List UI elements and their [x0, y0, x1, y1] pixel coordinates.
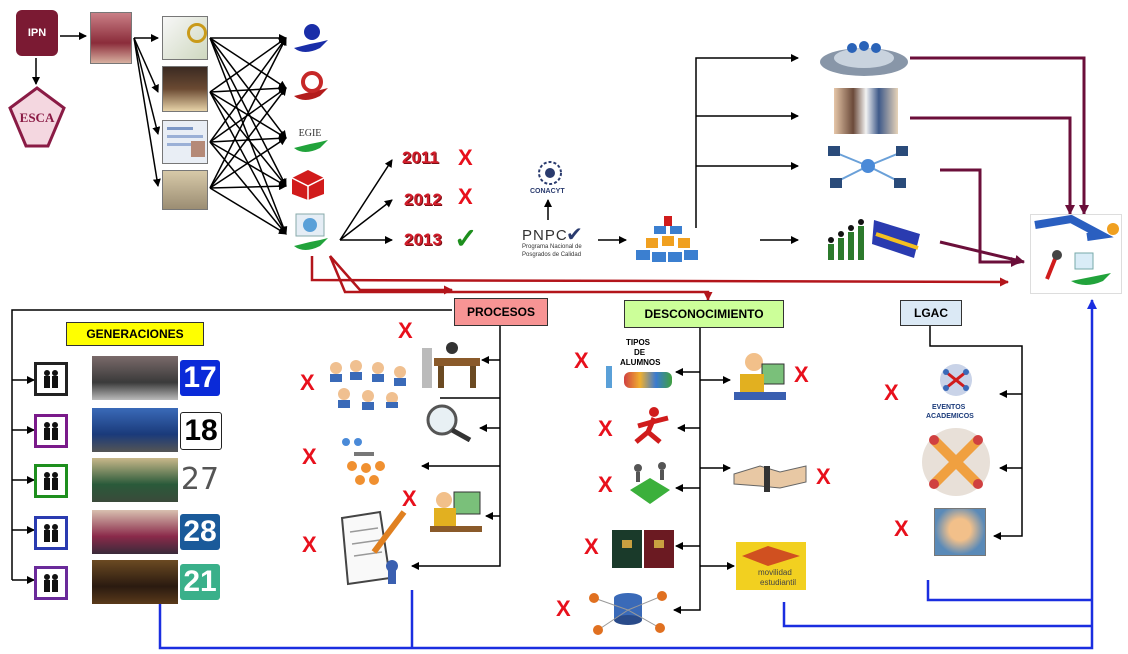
red-runner-icon — [624, 406, 674, 446]
procesos-x-mark-3: X — [302, 444, 317, 469]
ipn-logo-text: IPN — [27, 27, 47, 39]
generation-number: 17 — [180, 360, 220, 396]
generation-group-photo — [92, 510, 178, 554]
year-2011-x-mark: X — [458, 145, 473, 170]
procesos-x-mark-5: X — [302, 532, 317, 557]
procesos-x-mark-4: X — [402, 486, 417, 511]
generation-number: 27 — [180, 462, 220, 498]
students-photo-icon — [834, 88, 898, 134]
couple-icon — [34, 566, 68, 600]
egie-hand-icon: EGIE — [290, 118, 330, 158]
desconocimiento-x-mark-4: X — [598, 472, 613, 497]
tipos-line-3: ALUMNOS — [620, 358, 661, 367]
director-photo — [90, 12, 132, 64]
desconocimiento-x-mark-5: X — [816, 464, 831, 489]
generation-group-photo — [92, 458, 178, 502]
esca-logo: ESCA — [8, 86, 66, 148]
hand-icon-red — [290, 70, 330, 106]
desconocimiento-x-mark-6: X — [584, 534, 599, 559]
couple-icon — [34, 414, 68, 448]
hand-icon-blue — [290, 22, 330, 58]
procesos-x-mark-2: X — [300, 370, 315, 395]
year-2012: 2012 — [404, 190, 442, 209]
generation-number: 28 — [180, 514, 220, 550]
graduation-cap-icon — [162, 66, 208, 112]
movilidad-estudiantil-icon: movilidad estudiantil — [736, 542, 806, 590]
esca-logo-text: ESCA — [20, 110, 55, 125]
group-photo-icon — [162, 170, 208, 210]
couple-icon — [34, 362, 68, 396]
goal-cycle-icon — [1030, 214, 1122, 294]
handshake-icon — [732, 456, 808, 496]
books-icon — [610, 526, 676, 570]
generation-number: 21 — [180, 564, 220, 600]
conacyt-text: CONACYT — [530, 188, 565, 195]
eventos-academicos-icon: EVENTOS ACADEMICOS — [916, 362, 996, 500]
people-network-icon — [326, 358, 412, 410]
ipn-logo: IPN — [16, 10, 58, 56]
eventos-line-2: ACADEMICOS — [926, 413, 974, 420]
desconocimiento-x-mark-3: X — [598, 416, 613, 441]
office-worker-icon — [418, 340, 484, 392]
generation-group-photo — [92, 356, 178, 400]
couple-icon — [34, 516, 68, 550]
computer-worker-icon — [428, 486, 484, 536]
year-2012-x-mark: X — [458, 184, 473, 209]
tipos-line-1: TIPOS — [626, 338, 651, 347]
generaciones-label: GENERACIONES — [66, 322, 204, 346]
movilidad-line-2: estudiantil — [760, 578, 797, 587]
pnpc-check-icon: ✔ — [566, 224, 583, 246]
globe-hand-icon — [290, 212, 330, 256]
growth-vinculacion-icon — [824, 214, 922, 264]
green-puzzle-people-icon — [626, 456, 674, 510]
network-icon — [826, 142, 910, 190]
database-network-icon — [584, 586, 672, 638]
generation-group-photo — [92, 408, 178, 452]
red-cube-icon — [290, 168, 326, 202]
desconocimiento-x-mark-2: X — [794, 362, 809, 387]
document-search-icon — [162, 16, 208, 60]
tipos-de-alumnos-icon: TIPOS DE ALUMNOS — [604, 338, 674, 392]
magnifier-search-icon — [420, 402, 476, 443]
eventos-line-1: EVENTOS — [932, 404, 966, 411]
year-2013: 2013 — [404, 230, 442, 249]
movilidad-line-1: movilidad — [758, 568, 792, 577]
desconocimiento-x-mark-1: X — [574, 348, 589, 373]
procesos-label: PROCESOS — [454, 298, 548, 326]
researcher-photo-icon — [934, 508, 986, 556]
generation-number: 18 — [180, 412, 222, 450]
egie-logo-text: EGIE — [299, 128, 322, 139]
couple-icon — [34, 464, 68, 498]
desconocimiento-x-mark-7: X — [556, 596, 571, 621]
teacher-computer-icon — [732, 350, 788, 404]
writing-document-icon — [334, 508, 410, 586]
pnpc-subtitle-2: Posgrados de Calidad — [522, 252, 582, 258]
procesos-x-mark-1: X — [398, 318, 413, 343]
lgac-x-mark-2: X — [894, 516, 909, 541]
hierarchy-people-icon — [334, 436, 396, 488]
puzzle-team-icon — [634, 214, 702, 266]
tipos-line-2: DE — [634, 348, 646, 357]
year-2011: 2011 — [402, 148, 439, 167]
generation-group-photo — [92, 560, 178, 604]
lgac-x-mark-1: X — [884, 380, 899, 405]
pnpc-subtitle-1: Programa Nacional de — [522, 244, 582, 250]
system-screenshot-icon — [162, 120, 208, 164]
pnpc-title: PNPC — [522, 227, 568, 244]
lgac-label: LGAC — [900, 300, 962, 326]
year-2013-check-mark: ✓ — [454, 223, 478, 254]
desconocimiento-label: DESCONOCIMIENTO — [624, 300, 784, 328]
conacyt-logo — [536, 160, 564, 188]
team-gear-icon — [818, 34, 910, 80]
